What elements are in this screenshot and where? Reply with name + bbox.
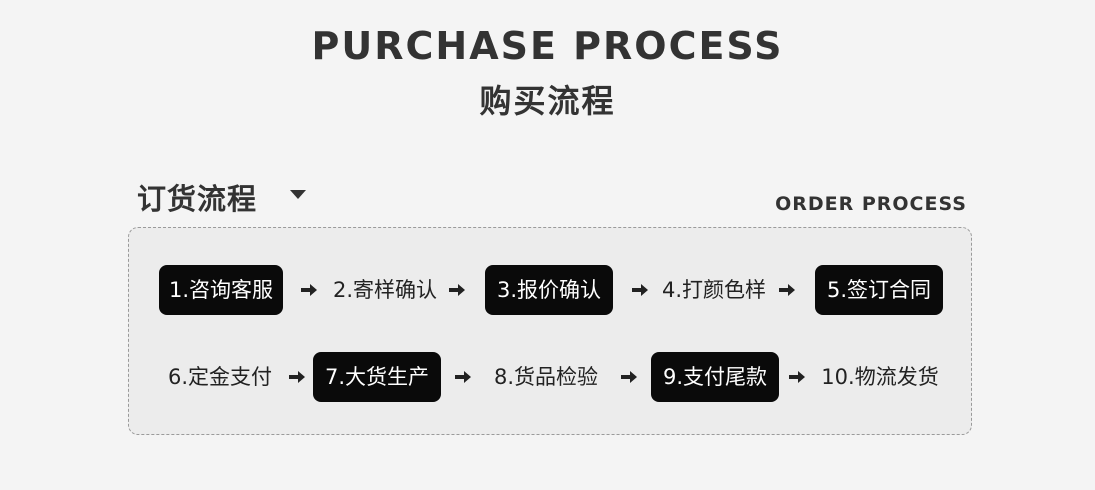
arrow-right-icon xyxy=(789,371,805,383)
step-4: 4.打颜色样 xyxy=(661,278,767,302)
arrow-right-icon xyxy=(449,284,465,296)
section-title-cn: 订货流程 xyxy=(137,182,258,216)
arrow-right-icon xyxy=(621,371,637,383)
step-7: 7.大货生产 xyxy=(313,352,441,402)
arrow-right-icon xyxy=(301,284,317,296)
step-9: 9.支付尾款 xyxy=(651,352,779,402)
page-title-cn: 购买流程 xyxy=(479,82,616,120)
step-1: 1.咨询客服 xyxy=(159,265,283,315)
process-row-1: 1.咨询客服 2.寄样确认 3.报价确认 4.打颜色样 5.签订合同 xyxy=(129,265,973,315)
caret-down-icon xyxy=(290,190,306,199)
arrow-right-icon xyxy=(455,371,471,383)
step-5: 5.签订合同 xyxy=(815,265,943,315)
arrow-right-icon xyxy=(632,284,648,296)
arrow-right-icon xyxy=(289,371,305,383)
step-8: 8.货品检验 xyxy=(493,365,599,389)
order-process-panel: 1.咨询客服 2.寄样确认 3.报价确认 4.打颜色样 5.签订合同 6.定金支… xyxy=(128,227,972,435)
section-title-en: ORDER PROCESS xyxy=(775,193,967,215)
step-10: 10.物流发货 xyxy=(821,365,939,389)
step-2: 2.寄样确认 xyxy=(332,278,438,302)
step-6: 6.定金支付 xyxy=(167,365,273,389)
arrow-right-icon xyxy=(779,284,795,296)
step-3: 3.报价确认 xyxy=(485,265,613,315)
process-row-2: 6.定金支付 7.大货生产 8.货品检验 9.支付尾款 10.物流发货 xyxy=(129,352,973,402)
page-title-en: PURCHASE PROCESS xyxy=(311,24,784,68)
